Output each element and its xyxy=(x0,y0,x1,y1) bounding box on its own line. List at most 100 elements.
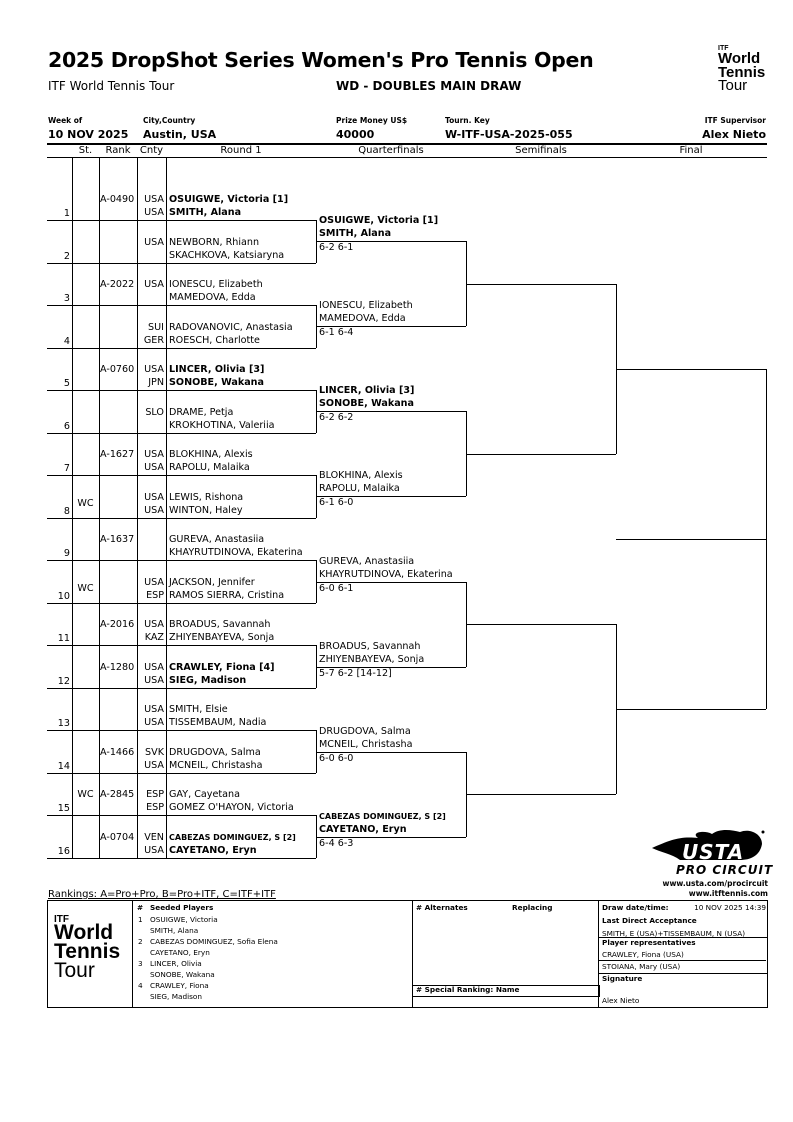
player-name[interactable]: SKACHKOVA, Katsiaryna xyxy=(169,249,285,261)
usta-url[interactable]: www.usta.com/procircuit xyxy=(662,879,768,888)
slot-line xyxy=(47,772,316,774)
player-name[interactable]: ROESCH, Charlotte xyxy=(169,334,260,346)
qf-line xyxy=(316,496,466,498)
qf-winner-name[interactable]: IONESCU, Elizabeth xyxy=(319,300,413,312)
player-name[interactable]: DRAME, Petja xyxy=(169,406,234,418)
week-label: Week of xyxy=(48,116,83,125)
country-code: GER xyxy=(143,334,164,346)
lda-value: SMITH, E (USA)+TISSEMBAUM, N (USA) xyxy=(602,929,746,938)
country-code: USA xyxy=(144,717,164,729)
player-name[interactable]: SONOBE, Wakana xyxy=(169,377,264,389)
player-name[interactable]: CAYETANO, Eryn xyxy=(169,844,257,856)
final-line xyxy=(616,709,766,711)
qf-winner-name[interactable]: LINCER, Olivia [3] xyxy=(319,385,415,397)
seed-player: SIEG, Madison xyxy=(150,992,203,1001)
draw-position: 11 xyxy=(57,633,70,645)
slot-line xyxy=(47,857,316,859)
qf-winner-name[interactable]: DRUGDOVA, Salma xyxy=(319,725,411,737)
match-score: 6-0 6-1 xyxy=(319,582,354,594)
player-name[interactable]: GAY, Cayetana xyxy=(169,789,240,801)
qf-winner-name[interactable]: MCNEIL, Christasha xyxy=(319,738,413,750)
qf-winner-name[interactable]: MAMEDOVA, Edda xyxy=(319,313,406,325)
match-score: 6-1 6-0 xyxy=(319,497,354,509)
player-name[interactable]: NEWBORN, Rhiann xyxy=(169,236,260,248)
entry-rank: A-1637 xyxy=(100,534,135,546)
player-name[interactable]: GOMEZ O'HAYON, Victoria xyxy=(169,802,294,814)
col-quarterfinals: Quarterfinals xyxy=(358,145,424,156)
player-name[interactable]: RAPOLU, Malaika xyxy=(169,462,250,474)
itf-logo-itf: ITF xyxy=(718,45,729,52)
country-code: USA xyxy=(144,704,164,716)
player-name[interactable]: RADOVANOVIC, Anastasia xyxy=(169,321,293,333)
player-name[interactable]: CRAWLEY, Fiona [4] xyxy=(169,661,275,673)
itf-url[interactable]: www.itftennis.com xyxy=(688,889,768,898)
itf-logo-tennis: Tennis xyxy=(54,939,121,963)
player-name[interactable]: KHAYRUTDINOVA, Ekaterina xyxy=(169,547,303,559)
player-name[interactable]: OSUIGWE, Victoria [1] xyxy=(169,194,289,205)
player-name[interactable]: CABEZAS DOMINGUEZ, S [2] xyxy=(169,832,296,842)
draw-date-value: 10 NOV 2025 14:39 xyxy=(694,903,766,912)
seeded-title: Seeded Players xyxy=(150,903,214,912)
qf-winner-name[interactable]: RAPOLU, Malaika xyxy=(319,483,400,495)
itf-logo-world: World xyxy=(718,50,761,68)
draw-position: 9 xyxy=(63,548,70,560)
slot-line xyxy=(47,262,316,264)
player-name[interactable]: SMITH, Elsie xyxy=(169,704,228,716)
bracket-connector xyxy=(466,241,467,327)
itf-logo-footer: ITF World Tennis Tour xyxy=(54,915,120,981)
itf-logo-world: World xyxy=(54,921,114,944)
slot-line xyxy=(47,560,316,562)
player-name[interactable]: MCNEIL, Christasha xyxy=(169,759,263,771)
player-name[interactable]: WINTON, Haley xyxy=(169,504,243,516)
player-name[interactable]: SIEG, Madison xyxy=(169,674,247,686)
player-name[interactable]: MAMEDOVA, Edda xyxy=(169,292,256,304)
draw-position: 15 xyxy=(57,803,70,815)
player-name[interactable]: RAMOS SIERRA, Cristina xyxy=(169,589,285,601)
alternates-title: # Alternates xyxy=(416,903,468,912)
slot-line xyxy=(47,432,316,434)
slot-line xyxy=(47,730,316,732)
player-name[interactable]: ZHIYENBAYEVA, Sonja xyxy=(169,632,275,644)
player-name[interactable]: BROADUS, Savannah xyxy=(169,619,271,631)
signature-label: Signature xyxy=(602,974,643,983)
player-name[interactable]: IONESCU, Elizabeth xyxy=(169,279,263,291)
player-name[interactable]: LINCER, Olivia [3] xyxy=(169,364,265,376)
draw-position: 2 xyxy=(63,250,70,262)
draw-position: 14 xyxy=(57,760,70,772)
player-name[interactable]: BLOKHINA, Alexis xyxy=(169,449,253,461)
signature-value: Alex Nieto xyxy=(602,996,640,1005)
qf-winner-name[interactable]: BLOKHINA, Alexis xyxy=(319,470,403,482)
draw-position: 7 xyxy=(63,463,70,475)
qf-winner-name[interactable]: CAYETANO, Eryn xyxy=(319,823,407,835)
qf-winner-name[interactable]: ZHIYENBAYEVA, Sonja xyxy=(319,653,425,665)
match-score: 6-2 6-1 xyxy=(319,242,354,254)
player-name[interactable]: GUREVA, Anastasiia xyxy=(169,534,265,546)
bracket-connector xyxy=(316,730,317,773)
seed-number: 3 xyxy=(138,959,143,968)
column-divider xyxy=(137,158,138,858)
qf-winner-name[interactable]: GUREVA, Anastasiia xyxy=(319,555,415,567)
player-name[interactable]: DRUGDOVA, Salma xyxy=(169,746,261,758)
player-name[interactable]: LEWIS, Rishona xyxy=(169,491,244,503)
qf-winner-name[interactable]: KHAYRUTDINOVA, Ekaterina xyxy=(319,568,453,580)
slot-line xyxy=(47,517,316,519)
player-name[interactable]: TISSEMBAUM, Nadia xyxy=(169,717,267,729)
qf-winner-name[interactable]: SMITH, Alana xyxy=(319,228,392,240)
entry-rank: A-0704 xyxy=(100,831,135,843)
qf-winner-name[interactable]: BROADUS, Savannah xyxy=(319,640,421,652)
key-value: W-ITF-USA-2025-055 xyxy=(445,128,573,141)
country-code: SLO xyxy=(145,406,164,418)
player-name[interactable]: KROKHOTINA, Valeriia xyxy=(169,419,275,431)
column-header-divider xyxy=(47,157,767,158)
qf-winner-name[interactable]: CABEZAS DOMINGUEZ, S [2] xyxy=(319,811,446,821)
player-name[interactable]: JACKSON, Jennifer xyxy=(169,576,255,588)
seeded-hash: # xyxy=(137,903,144,912)
qf-line xyxy=(316,241,466,243)
country-code: ESP xyxy=(146,589,164,601)
qf-winner-name[interactable]: SONOBE, Wakana xyxy=(319,398,414,410)
rep-name: CRAWLEY, Fiona (USA) xyxy=(602,950,684,959)
slot-line xyxy=(47,347,316,349)
player-name[interactable]: SMITH, Alana xyxy=(169,207,242,218)
bracket-connector xyxy=(766,368,767,710)
qf-winner-name[interactable]: OSUIGWE, Victoria [1] xyxy=(319,215,439,227)
